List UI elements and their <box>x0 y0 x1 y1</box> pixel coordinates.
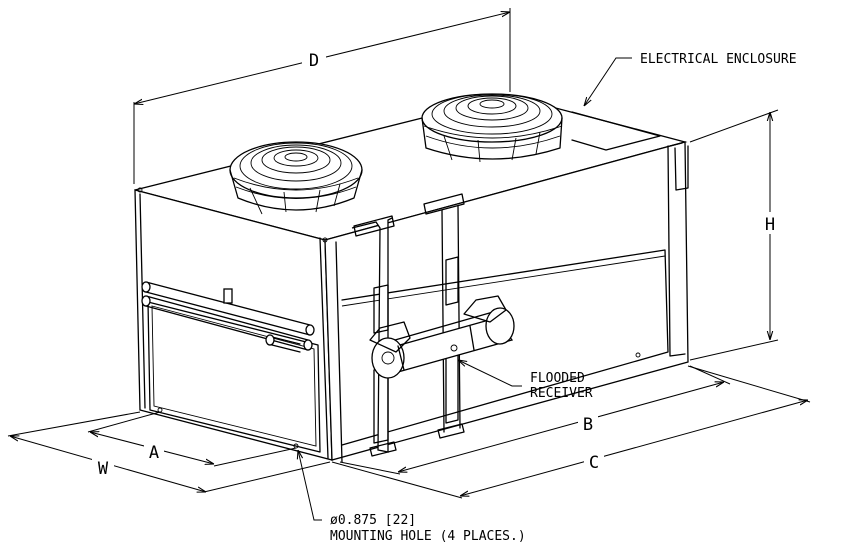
side-face <box>324 141 689 461</box>
fan-guard-left <box>229 141 363 215</box>
dimension-w: W <box>7 411 331 492</box>
label-electrical-enclosure: ELECTRICAL ENCLOSURE <box>640 52 797 67</box>
label-flooded: FLOODED <box>530 371 585 386</box>
dim-label-b: B <box>583 415 593 435</box>
dim-label-h: H <box>765 215 775 235</box>
callout-flooded-receiver: FLOODED RECEIVER <box>458 360 593 401</box>
coil-headers <box>141 281 315 353</box>
unit-body <box>134 95 689 463</box>
flooded-receiver <box>369 295 515 379</box>
dim-label-w: W <box>98 459 109 479</box>
dimension-h: H <box>689 109 780 361</box>
dimension-c: C <box>331 365 811 499</box>
callout-electrical-enclosure: ELECTRICAL ENCLOSURE <box>584 52 797 106</box>
label-mounting-hole-size: ø0.875 [22] <box>330 513 416 528</box>
label-mounting-hole-qty: MOUNTING HOLE (4 PLACES.) <box>330 529 526 544</box>
label-receiver: RECEIVER <box>530 386 593 401</box>
dim-label-d: D <box>309 51 319 71</box>
dim-label-c: C <box>589 453 599 473</box>
dimension-d: D <box>134 8 510 184</box>
electrical-enclosure <box>571 111 661 151</box>
dim-label-a: A <box>149 443 159 463</box>
callout-mounting-hole: ø0.875 [22] MOUNTING HOLE (4 PLACES.) <box>298 450 526 544</box>
